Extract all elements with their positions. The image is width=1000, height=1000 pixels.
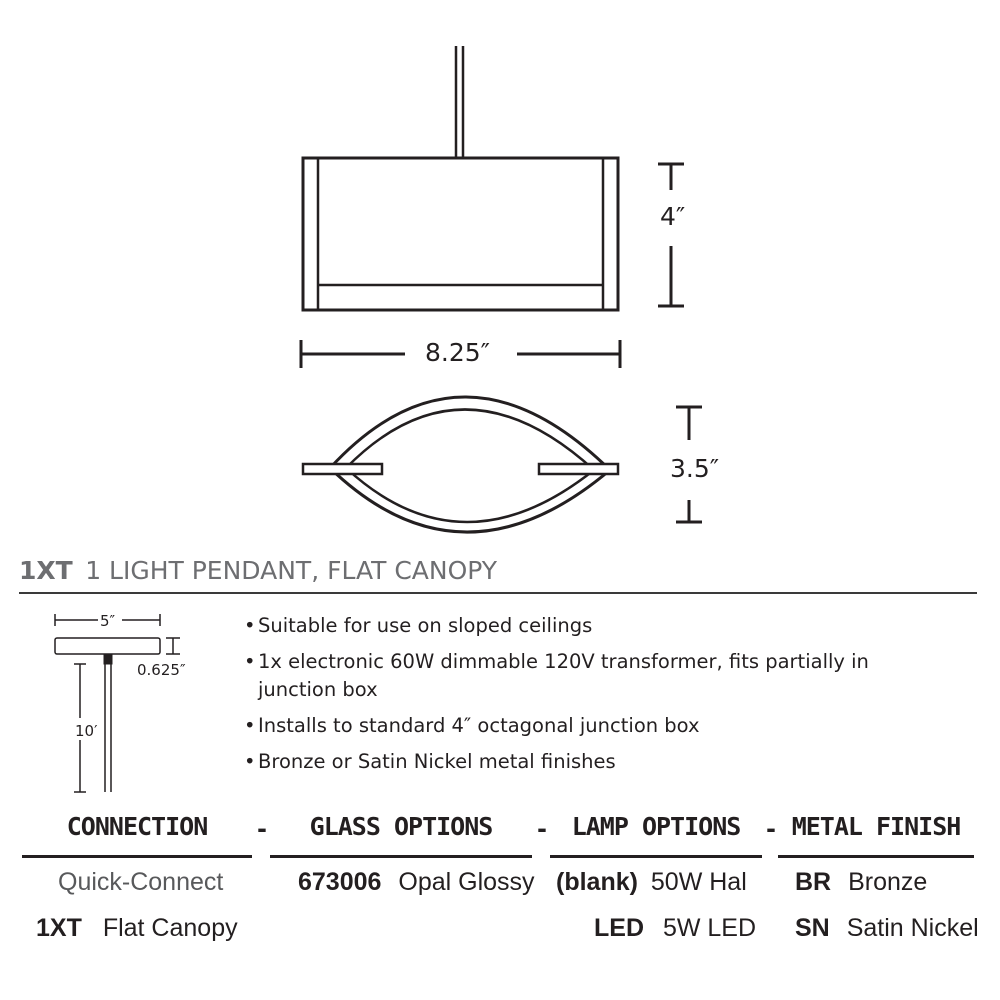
lamp-underline [550, 855, 762, 858]
option-label: Bronze [848, 868, 928, 896]
option-label: 50W Hal [650, 868, 747, 896]
feature-item: Installs to standard 4″ octagonal juncti… [244, 712, 944, 740]
cable-connector [103, 653, 113, 665]
header-lamp-options: LAMP OPTIONS [571, 812, 742, 841]
header-separator: - [257, 815, 267, 843]
option-code: (blank) [556, 868, 638, 896]
option-code: 1XT [36, 914, 82, 942]
glass-underline [270, 855, 532, 858]
option-code: 673006 [298, 868, 382, 896]
header-separator: - [537, 815, 547, 843]
canopy-width-label: 5″ [100, 612, 116, 630]
option-quick-connect: Quick-Connect [58, 868, 224, 896]
option-led: LED 5W LED [594, 914, 756, 943]
canopy-thickness-label: 0.625″ [137, 661, 186, 679]
header-connection: CONNECTION [66, 812, 209, 841]
canopy-drawing [54, 614, 180, 793]
option-label: Flat Canopy [102, 914, 238, 942]
option-satin-nickel: SN Satin Nickel [795, 914, 979, 943]
option-bronze: BR Bronze [795, 868, 927, 897]
header-separator: - [766, 815, 776, 843]
option-label: 5W LED [662, 914, 757, 942]
feature-item: Suitable for use on sloped ceilings [244, 612, 944, 640]
feature-item: Bronze or Satin Nickel metal finishes [244, 748, 944, 776]
option-label: Opal Glossy [398, 868, 535, 896]
cable-length-label: 10′ [75, 722, 98, 740]
product-title: 1XT 1 LIGHT PENDANT, FLAT CANOPY [19, 556, 497, 585]
option-code: BR [795, 868, 832, 896]
feature-list: Suitable for use on sloped ceilings 1x e… [244, 612, 944, 784]
width-dimension-label: 8.25″ [425, 338, 491, 367]
option-code: LED [594, 914, 644, 942]
front-elevation-drawing [299, 46, 702, 534]
height-dimension-label: 4″ [660, 202, 686, 231]
connection-underline [22, 855, 252, 858]
finish-underline [778, 855, 974, 858]
plan-left-bracket [301, 462, 384, 476]
header-glass-options: GLASS OPTIONS [309, 812, 494, 841]
shade-outline [301, 156, 620, 312]
product-code: 1XT [19, 556, 73, 585]
depth-dimension-label: 3.5″ [670, 454, 720, 483]
header-metal-finish: METAL FINISH [791, 812, 962, 841]
option-opal-glossy: 673006 Opal Glossy [298, 868, 535, 897]
option-halogen: (blank) 50W Hal [556, 868, 747, 897]
feature-item: 1x electronic 60W dimmable 120V transfor… [244, 648, 898, 704]
option-label: Satin Nickel [846, 914, 979, 942]
title-divider [19, 592, 977, 594]
plan-right-bracket [537, 462, 620, 476]
canopy-plate [54, 637, 161, 655]
product-name: 1 LIGHT PENDANT, FLAT CANOPY [85, 556, 498, 585]
option-code: SN [795, 914, 830, 942]
option-flat-canopy: 1XT Flat Canopy [36, 914, 238, 943]
